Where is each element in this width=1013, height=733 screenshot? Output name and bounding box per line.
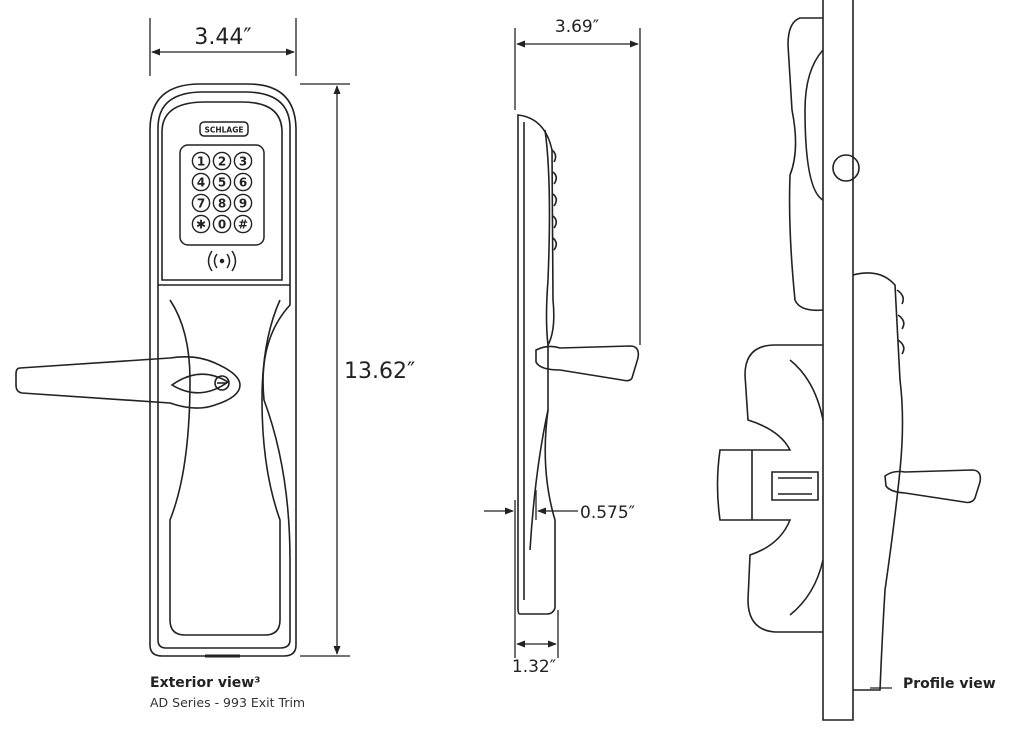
side-thickness-dimension [484, 490, 578, 620]
keypad-key: 1 [191, 151, 211, 171]
exterior-height-label: 13.62″ [344, 359, 415, 384]
keypad-key: 9 [233, 193, 253, 213]
keypad-key-label: 9 [239, 197, 247, 211]
keypad-key-label: 4 [197, 176, 205, 190]
key-cylinder [214, 375, 230, 391]
keypad-key-label: 3 [239, 155, 247, 169]
keypad-key: # [233, 214, 253, 234]
side-thickness-label: 0.575″ [580, 503, 635, 523]
keypad-housing [161, 101, 283, 281]
brand-badge [199, 121, 249, 137]
keypad-key: 0 [212, 214, 232, 234]
keypad-key-label: 6 [239, 176, 247, 190]
side-view [517, 114, 640, 615]
door-slab [822, 0, 854, 721]
handle-recess [169, 299, 281, 636]
keypad-key: 3 [233, 151, 253, 171]
keypad-key-label: # [238, 218, 248, 232]
keypad-key: 8 [212, 193, 232, 213]
escutcheon-outline [149, 83, 297, 657]
contactless-reader-icon [207, 250, 237, 272]
profile-view-title: Profile view [903, 676, 996, 692]
exit-device [716, 344, 823, 633]
keypad-key: 7 [191, 193, 211, 213]
side-profile-outline [517, 114, 556, 615]
exterior-width-dimension [149, 18, 297, 76]
keypad-key-label: 2 [218, 155, 226, 169]
door-hole [832, 154, 860, 182]
keypad-key-label: 7 [197, 197, 205, 211]
side-depth-label: 3.69″ [555, 17, 599, 37]
side-depth-dimension [514, 28, 641, 345]
keypad-key: 5 [212, 172, 232, 192]
exterior-width-label: 3.44″ [194, 25, 251, 50]
keypad-key: 2 [212, 151, 232, 171]
keypad-key: 6 [233, 172, 253, 192]
profile-view [716, 0, 982, 721]
keypad-key-label: 8 [218, 197, 226, 211]
keypad-key: ✱ [191, 214, 211, 234]
side-base-label: 1.32″ [512, 657, 556, 677]
brand-label: SCHLAGE [204, 126, 243, 135]
side-lever [535, 345, 640, 382]
escutcheon-inner-outline [157, 91, 291, 649]
exterior-view-subtitle: AD Series - 993 Exit Trim [150, 695, 306, 710]
exterior-view-title: Exterior view³ [150, 675, 261, 691]
keypad-key-label: 5 [218, 176, 226, 190]
lever-handle [15, 356, 241, 409]
exterior-height-dimension [300, 83, 350, 657]
exterior-view [15, 83, 297, 657]
profile-lever [884, 469, 982, 504]
keypad-key: 4 [191, 172, 211, 192]
keypad-key-label: 1 [197, 155, 205, 169]
keypad-key-label: ✱ [196, 218, 206, 232]
side-base-dimension [514, 610, 559, 658]
keypad-key-label: 0 [218, 218, 226, 232]
keypad-panel [179, 144, 265, 246]
